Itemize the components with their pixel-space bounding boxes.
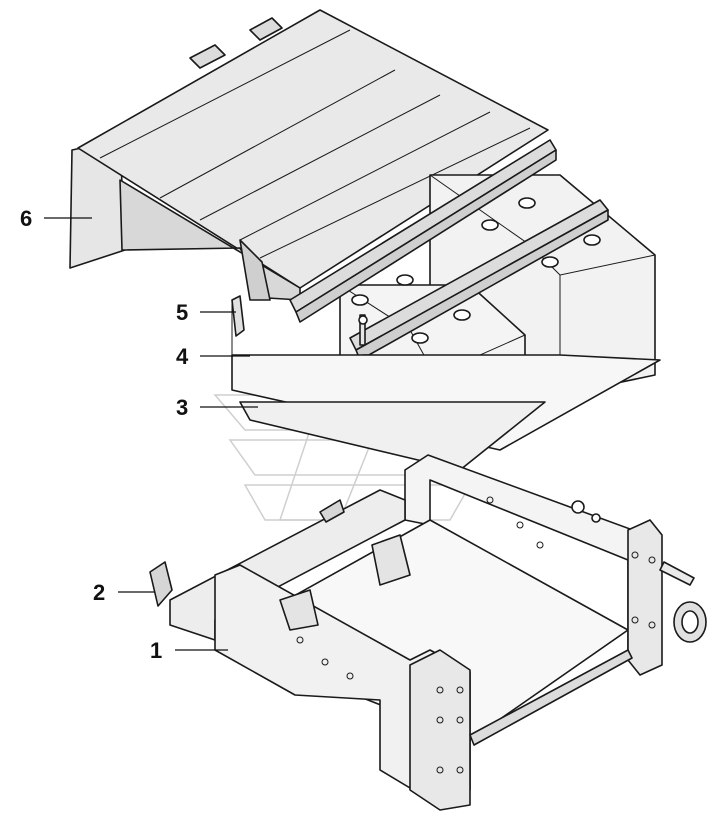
callout-3: 3 <box>176 395 188 420</box>
callout-4: 4 <box>176 344 189 369</box>
callouts: 1 2 3 4 5 6 <box>20 206 189 663</box>
battery-tray-mats <box>231 300 661 471</box>
hold-down-bars <box>231 139 609 378</box>
callout-2: 2 <box>93 580 105 605</box>
battery-cover <box>69 9 549 301</box>
leader-lines <box>44 217 258 651</box>
battery-box-frame <box>169 454 663 811</box>
callout-6: 6 <box>20 206 32 231</box>
callout-5: 5 <box>176 300 188 325</box>
battery-terminals <box>351 197 601 344</box>
mounting-holes <box>296 496 656 774</box>
callout-1: 1 <box>150 638 162 663</box>
loose-hardware <box>149 499 707 643</box>
